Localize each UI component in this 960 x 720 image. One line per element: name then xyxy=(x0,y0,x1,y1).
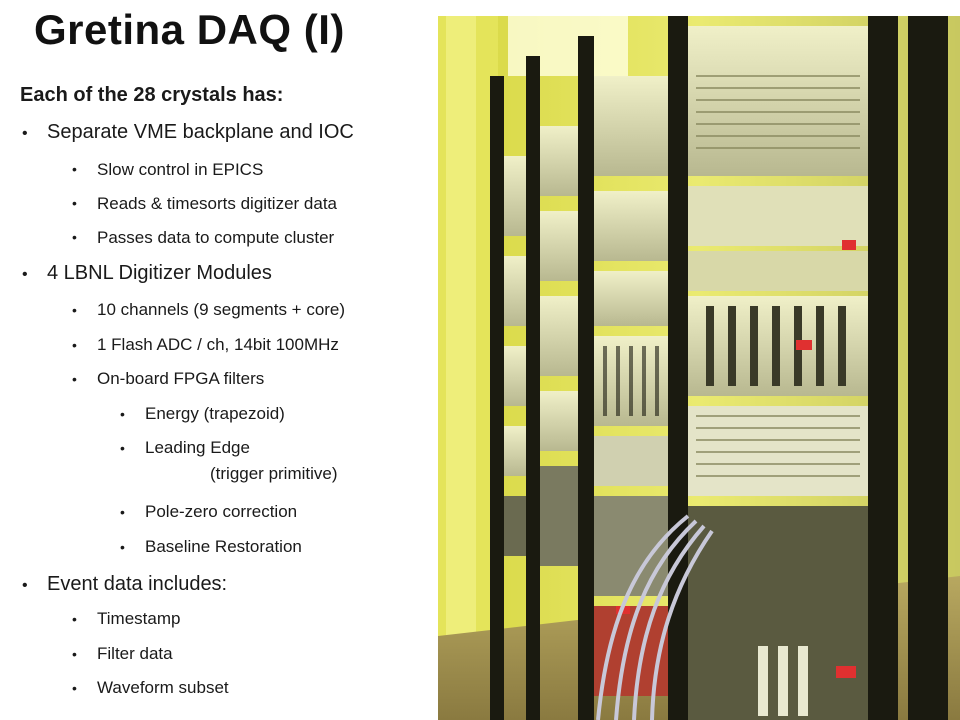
bullet-dot: • xyxy=(22,266,28,283)
sub-bullet: Filter data xyxy=(97,644,173,663)
bullet-digitizer: 4 LBNL Digitizer Modules xyxy=(47,262,272,284)
intro-heading: Each of the 28 crystals has: xyxy=(20,84,284,106)
filter-item: Pole-zero correction xyxy=(145,502,298,521)
filter-item-continuation: (trigger primitive) xyxy=(210,464,338,483)
bullet-dot: • xyxy=(22,125,28,142)
bullet-dot: • xyxy=(72,646,77,662)
bullet-event: Event data includes: xyxy=(47,573,228,595)
filter-item: Leading Edge xyxy=(145,438,250,457)
bullet-dot: • xyxy=(72,195,77,211)
sub-bullet: Slow control in EPICS xyxy=(97,160,264,179)
bullet-backplane: Separate VME backplane and IOC xyxy=(47,121,354,143)
bullet-dot: • xyxy=(120,504,125,520)
bullet-dot: • xyxy=(72,680,77,696)
bullet-column: Each of the 28 crystals has: • Separate … xyxy=(0,0,430,720)
sub-bullet: Reads & timesorts digitizer data xyxy=(97,194,337,213)
bullet-dot: • xyxy=(72,611,77,627)
sub-bullet: 1 Flash ADC / ch, 14bit 100MHz xyxy=(97,335,339,354)
bullet-dot: • xyxy=(72,229,77,245)
bullet-dot: • xyxy=(72,337,77,353)
bullet-dot: • xyxy=(22,577,28,594)
bullet-dot: • xyxy=(72,371,77,387)
sub-bullet: Waveform subset xyxy=(97,678,229,697)
electronics-racks-photo xyxy=(438,16,960,720)
sub-bullet: 10 channels (9 segments + core) xyxy=(97,300,346,319)
bullet-dot: • xyxy=(120,539,125,555)
sub-bullet: Passes data to compute cluster xyxy=(97,228,335,247)
sub-bullet: On-board FPGA filters xyxy=(97,369,265,388)
bullet-dot: • xyxy=(120,406,125,422)
slide-title: Gretina DAQ (I) xyxy=(34,6,345,53)
bullet-dot: • xyxy=(120,440,125,456)
bullet-dot: • xyxy=(72,302,77,318)
sub-bullet: Timestamp xyxy=(97,609,181,628)
filter-item: Baseline Restoration xyxy=(145,537,302,556)
filter-item: Energy (trapezoid) xyxy=(145,404,285,423)
bullet-dot: • xyxy=(72,161,77,177)
